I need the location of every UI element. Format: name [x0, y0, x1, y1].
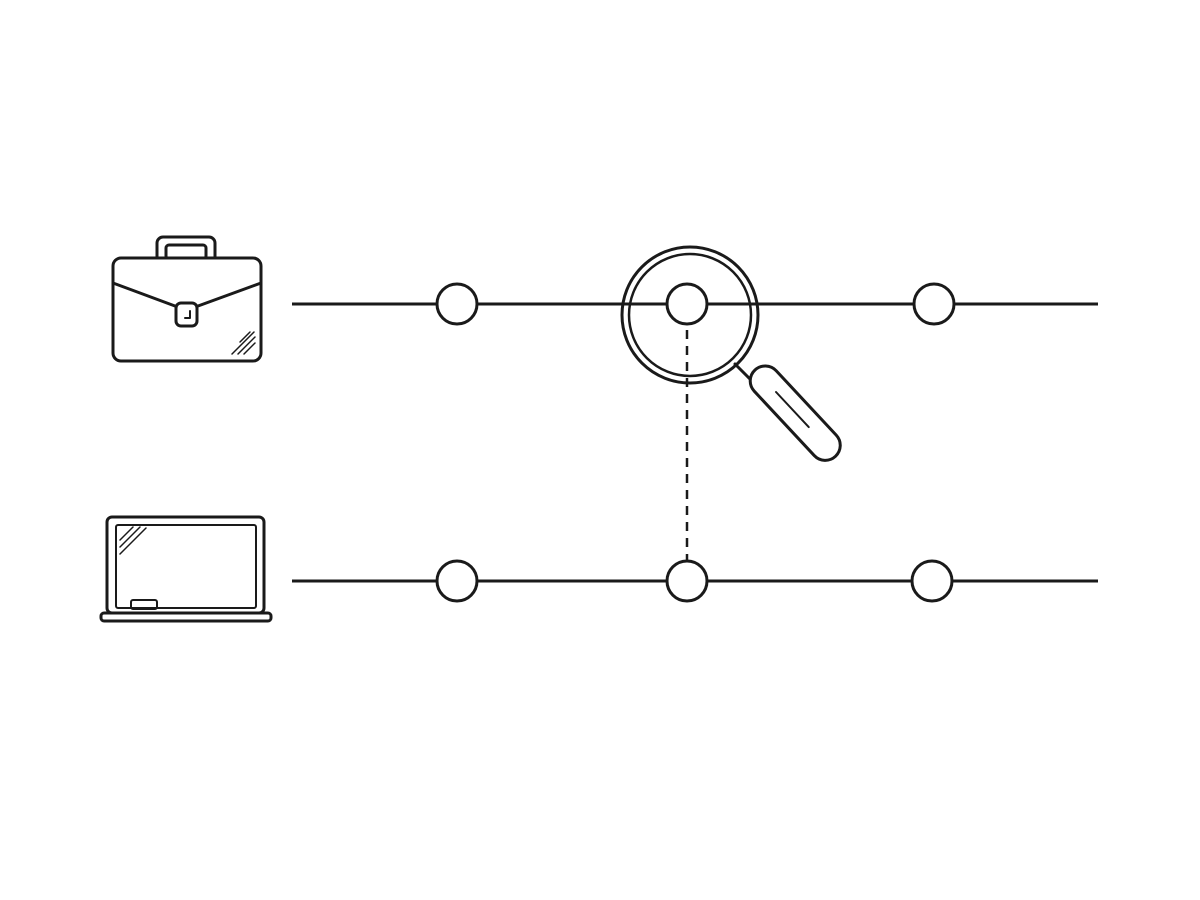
node-bottom-1: [435, 559, 479, 603]
laptop-screen-frame: [105, 515, 266, 615]
magnifier-lens-outer: [620, 245, 760, 385]
node-top-2: [665, 282, 709, 326]
briefcase-flap: [111, 281, 177, 308]
magnifier-lens-inner: [627, 252, 753, 378]
briefcase-flap-right: [196, 281, 263, 308]
briefcase-clasp: [174, 301, 199, 328]
magnifying-glass-icon: [620, 245, 842, 462]
magnifier-handle-highlight: [775, 391, 810, 429]
node-bottom-2: [665, 559, 709, 603]
briefcase-shine: [231, 331, 256, 355]
laptop-icon: [99, 515, 273, 623]
node-top-1: [435, 282, 479, 326]
briefcase-icon: [111, 235, 263, 363]
laptop-screen: [115, 524, 257, 609]
node-bottom-3: [910, 559, 954, 603]
node-top-3: [912, 282, 956, 326]
briefcase-clasp-detail: [184, 310, 191, 319]
laptop-touchpad: [130, 599, 158, 610]
laptop-screen-shine: [119, 526, 147, 555]
laptop-base: [99, 611, 273, 623]
